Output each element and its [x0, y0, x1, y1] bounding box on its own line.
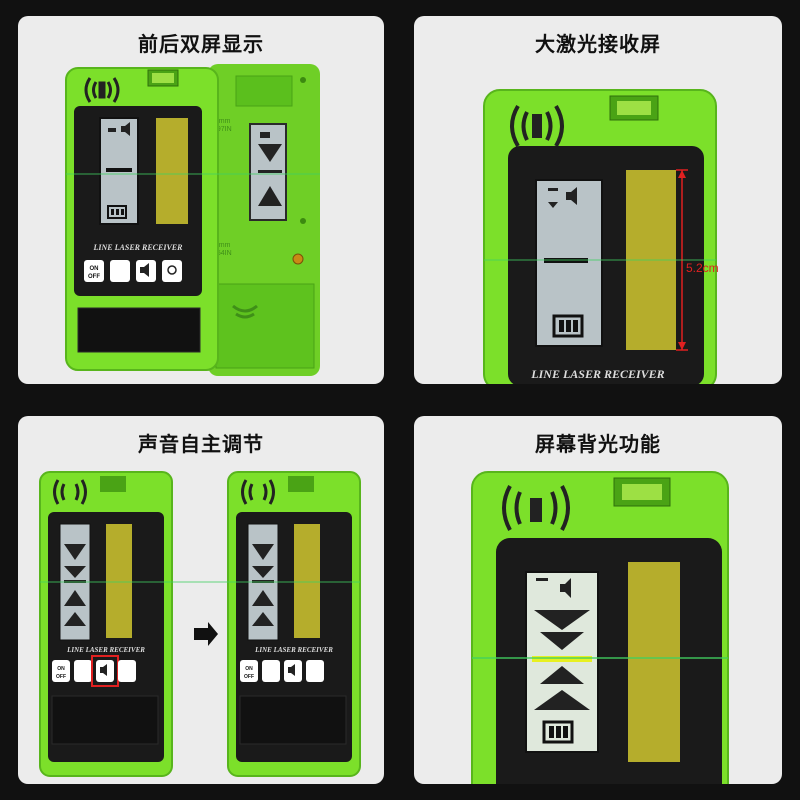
dimension-top-in: 1.97IN — [211, 126, 232, 133]
dual-display-illustration: 50mm 1.97IN 90mm 3.54IN — [65, 64, 320, 376]
precision-button[interactable] — [262, 660, 280, 682]
laser-glow — [532, 656, 592, 662]
svg-text:OFF: OFF — [244, 674, 254, 680]
laser-window — [294, 524, 320, 638]
sound-wave-icon — [53, 479, 87, 505]
panel-backlight: 屏幕背光功能 — [414, 416, 782, 784]
panel-title: 声音自主调节 — [138, 432, 264, 456]
receiver-label: LINE LASER RECEIVER — [93, 243, 184, 252]
receiver-after: LINE LASER RECEIVER ON OFF — [227, 471, 361, 777]
backlight-button[interactable] — [306, 660, 324, 682]
precision-button[interactable] — [110, 260, 130, 282]
battery-icon — [107, 205, 127, 219]
laser-window — [106, 524, 132, 638]
sound-wave-icon — [510, 104, 564, 148]
speaker-icon — [121, 122, 130, 136]
onoff-button[interactable] — [84, 260, 104, 282]
panel-large-receiver: 大激光接收屏 5.2cm LINE LASER RECEIVER — [414, 16, 782, 384]
receiver-label: LINE LASER RECEIVER — [254, 646, 333, 654]
svg-text:OFF: OFF — [88, 274, 100, 280]
arrow-right-icon — [194, 622, 218, 646]
svg-text:ON: ON — [245, 666, 253, 672]
bubble-level-icon — [100, 476, 126, 492]
svg-text:ON: ON — [57, 666, 65, 672]
onoff-button[interactable] — [240, 660, 258, 682]
svg-text:ON: ON — [90, 266, 99, 272]
panel-title: 屏幕背光功能 — [535, 432, 661, 456]
large-receiver-illustration: 5.2cm LINE LASER RECEIVER — [483, 89, 719, 384]
dimension-bottom: 90mm — [211, 242, 231, 249]
bubble-level-icon — [613, 477, 671, 507]
dimension-bottom-in: 3.54IN — [211, 250, 232, 257]
panel-dual-display: 前后双屏显示 50mm 1.97IN 90mm 3.54IN — [18, 16, 384, 384]
sound-adjust-illustration: LINE LASER RECEIVER ON OFF — [39, 471, 361, 777]
backlight-button[interactable] — [162, 260, 182, 282]
button-row: ON OFF — [84, 260, 182, 282]
back-receiver: 50mm 1.97IN 90mm 3.54IN — [208, 64, 320, 376]
panel-title: 前后双屏显示 — [138, 32, 264, 56]
battery-icon — [542, 720, 574, 744]
front-receiver: LINE LASER RECEIVER ON OFF — [65, 67, 219, 371]
laser-window — [156, 118, 188, 224]
mount-hole-icon — [292, 253, 304, 265]
receiver-before: LINE LASER RECEIVER ON OFF — [39, 471, 173, 777]
backlight-illustration — [471, 471, 729, 784]
bubble-level-icon — [609, 95, 659, 121]
bubble-level-icon — [288, 476, 314, 492]
precision-button[interactable] — [74, 660, 92, 682]
speaker-icon — [566, 187, 577, 205]
panel-title: 大激光接收屏 — [535, 32, 661, 56]
sound-wave-icon — [84, 77, 120, 103]
panel-sound-adjust: 声音自主调节 LINE LASER RECEIVER ON OFF — [18, 416, 384, 784]
window-height-label: 5.2cm — [686, 261, 719, 275]
receiver-label: LINE LASER RECEIVER — [530, 367, 664, 381]
sound-wave-icon — [502, 485, 570, 531]
svg-text:OFF: OFF — [56, 674, 66, 680]
backlight-button[interactable] — [118, 660, 136, 682]
speaker-icon — [560, 578, 571, 598]
battery-icon — [552, 314, 584, 338]
sound-wave-icon — [241, 479, 275, 505]
onoff-button[interactable] — [52, 660, 70, 682]
bubble-level-icon — [147, 69, 179, 87]
dimension-top: 50mm — [211, 118, 231, 125]
laser-window — [628, 562, 680, 762]
receiver-label: LINE LASER RECEIVER — [66, 646, 145, 654]
